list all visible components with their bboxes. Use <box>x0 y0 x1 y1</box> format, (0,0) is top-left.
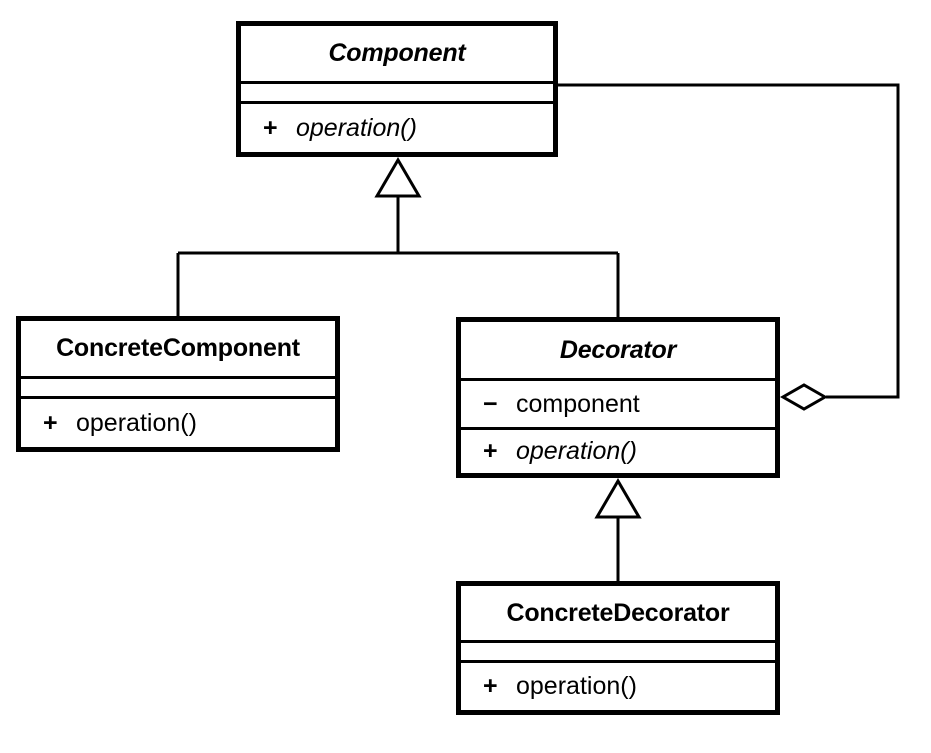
operation-name: operation() <box>296 113 417 142</box>
class-name-concrete-component: ConcreteComponent <box>56 334 300 362</box>
component-attributes-compartment <box>241 81 553 101</box>
generalization-concrete-decorator <box>594 478 642 583</box>
hollow-triangle-icon <box>594 478 642 519</box>
decorator-attributes-compartment: − component <box>461 378 775 427</box>
operation-row[interactable]: + operation() <box>21 409 335 438</box>
component-name-compartment: Component <box>241 26 553 81</box>
generalization-to-component <box>176 157 620 318</box>
visibility-marker: + <box>43 408 58 437</box>
decorator-operations-compartment: + operation() <box>461 427 775 473</box>
decorator-name-compartment: Decorator <box>461 322 775 378</box>
attribute-row[interactable]: − component <box>461 390 775 419</box>
operation-row[interactable]: + operation() <box>461 437 775 466</box>
operation-row[interactable]: + operation() <box>461 672 775 701</box>
class-name-concrete-decorator: ConcreteDecorator <box>506 598 730 627</box>
class-box-concrete-decorator[interactable]: ConcreteDecorator + operation() <box>456 581 780 715</box>
class-name-decorator: Decorator <box>559 335 677 364</box>
concrete-component-name-compartment: ConcreteComponent <box>21 321 335 376</box>
hollow-diamond-icon <box>779 383 829 411</box>
component-operations-compartment: + operation() <box>241 101 553 152</box>
concrete-component-attributes-compartment <box>21 376 335 396</box>
attribute-name: component <box>516 389 640 418</box>
aggregation-decorator-component <box>558 83 900 411</box>
concrete-decorator-attributes-compartment <box>461 640 775 660</box>
operation-name: operation() <box>76 408 197 437</box>
class-box-decorator[interactable]: Decorator − component + operation() <box>456 317 780 478</box>
concrete-component-operations-compartment: + operation() <box>21 396 335 447</box>
visibility-marker: + <box>263 113 278 142</box>
visibility-marker: + <box>483 437 498 465</box>
visibility-marker: + <box>483 672 498 700</box>
visibility-marker: − <box>483 389 498 418</box>
operation-name: operation() <box>516 672 637 700</box>
operation-name: operation() <box>516 437 637 465</box>
class-name-component: Component <box>328 39 466 67</box>
concrete-decorator-name-compartment: ConcreteDecorator <box>461 586 775 640</box>
class-box-component[interactable]: Component + operation() <box>236 21 558 157</box>
concrete-decorator-operations-compartment: + operation() <box>461 660 775 710</box>
class-box-concrete-component[interactable]: ConcreteComponent + operation() <box>16 316 340 452</box>
operation-row[interactable]: + operation() <box>241 114 553 143</box>
hollow-triangle-icon <box>374 157 422 198</box>
